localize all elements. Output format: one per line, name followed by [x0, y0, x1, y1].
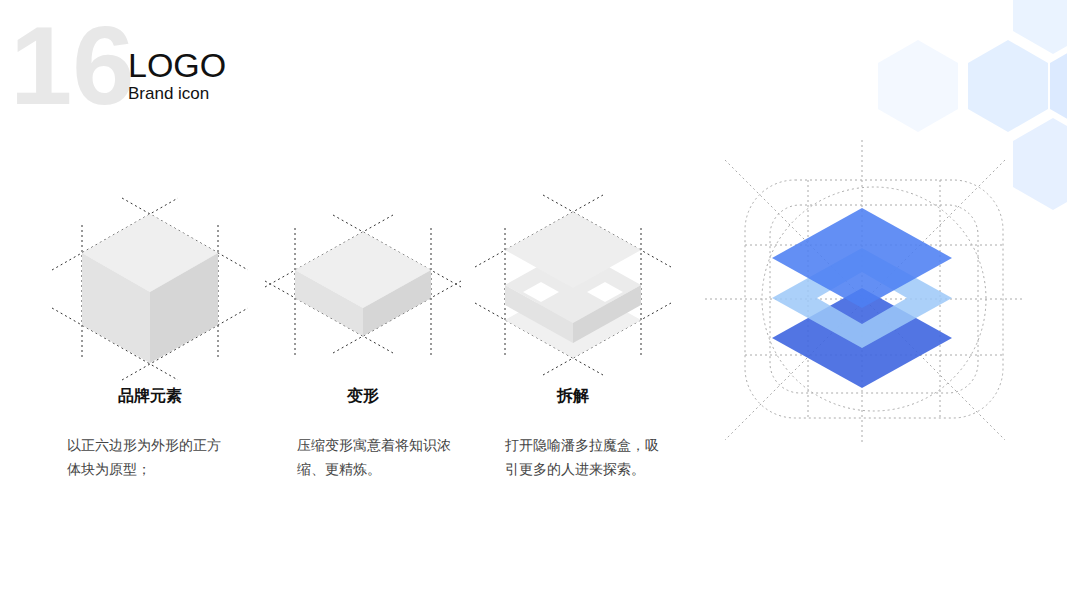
- caption-column: 拆解打开隐喻潘多拉魔盒，吸引更多的人进来探索。: [478, 386, 668, 481]
- caption-column: 品牌元素以正六边形为外形的正方体块为原型；: [55, 386, 245, 481]
- brand-logo: [772, 208, 952, 388]
- hexagon-decor: [878, 0, 1067, 210]
- cube-element: [52, 198, 248, 380]
- subtitle: Brand icon: [128, 84, 209, 104]
- step-description: 以正六边形为外形的正方体块为原型；: [67, 433, 233, 481]
- step-heading: 品牌元素: [55, 386, 245, 407]
- step-description: 打开隐喻潘多拉魔盒，吸引更多的人进来探索。: [505, 433, 671, 481]
- caption-column: 变形压缩变形寓意着将知识浓缩、更精炼。: [268, 386, 458, 481]
- flattened-cube: [265, 215, 461, 355]
- step-heading: 拆解: [478, 386, 668, 407]
- step-heading: 变形: [268, 386, 458, 407]
- logo-grid: [705, 140, 1022, 445]
- page-number: 16: [10, 10, 135, 122]
- step-description: 压缩变形寓意着将知识浓缩、更精炼。: [297, 433, 463, 481]
- page-title: LOGO: [128, 46, 226, 84]
- exploded-cube: [475, 195, 671, 375]
